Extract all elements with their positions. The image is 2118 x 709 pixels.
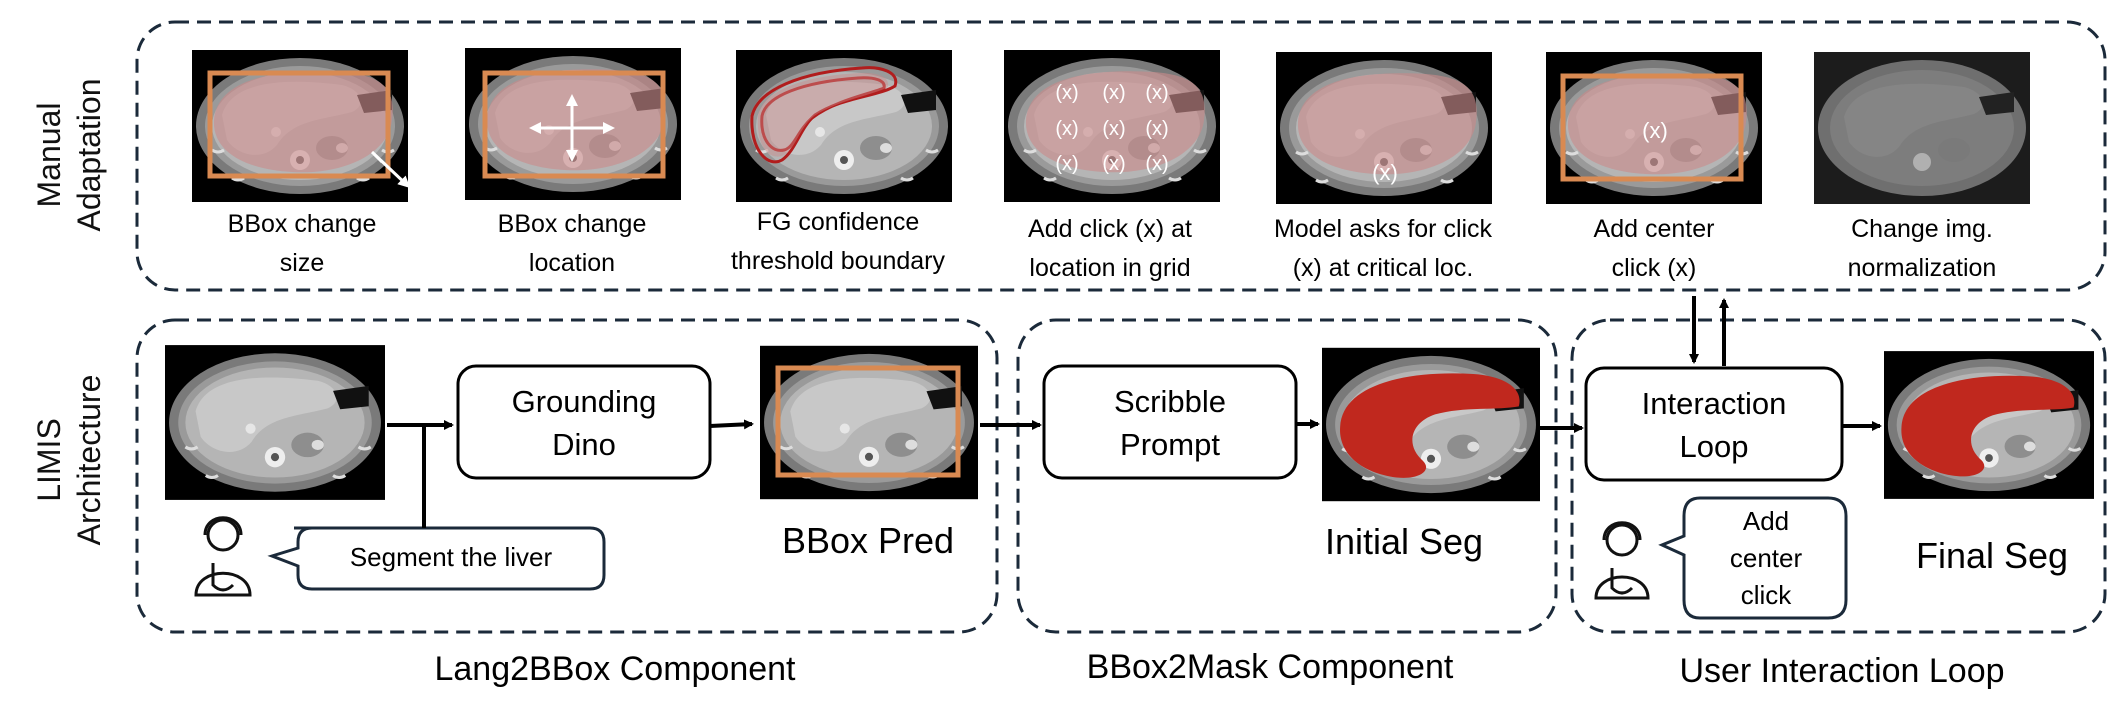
- svg-text:(x): (x): [1102, 153, 1125, 175]
- caption-line-2: threshold boundary: [731, 247, 946, 275]
- arrow-dino-to-bbox: [709, 419, 754, 430]
- lang2bbox-panel: [135, 318, 999, 634]
- svg-text:(x): (x): [1145, 153, 1168, 175]
- interaction-panel: [1570, 318, 2107, 634]
- initial-seg-label: Initial Seg: [1325, 521, 1483, 562]
- lang2bbox-title: Lang2BBox Component: [434, 650, 796, 688]
- input-ct-image: [165, 345, 385, 500]
- bbox-rect: [482, 70, 666, 179]
- row-label-manual-1: Manual: [31, 103, 67, 208]
- caption-line-2: normalization: [1848, 254, 1997, 282]
- caption-line-2: (x) at critical loc.: [1293, 254, 1474, 282]
- speech-line-2: center: [1730, 543, 1803, 573]
- final-seg-label: Final Seg: [1916, 535, 2068, 576]
- grounding-dino-line-2: Dino: [552, 427, 616, 462]
- svg-text:(x): (x): [1102, 118, 1125, 140]
- bbox2mask-title: BBox2Mask Component: [1087, 648, 1454, 686]
- manual-item-normalization: Change img. normalization: [1814, 52, 2030, 282]
- bbox-rect: [1560, 73, 1744, 182]
- center-click-mark: (x): [1642, 118, 1668, 143]
- interaction-loop-line-1: Interaction: [1642, 386, 1787, 421]
- caption-line-2: click (x): [1612, 254, 1697, 282]
- interaction-loop-line-2: Loop: [1680, 429, 1749, 464]
- row-label-manual-2: Adaptation: [71, 78, 107, 231]
- caption-line-1: Change img.: [1851, 215, 1993, 243]
- svg-text:(x): (x): [1102, 82, 1125, 104]
- svg-text:(x): (x): [1055, 153, 1078, 175]
- critical-click-mark: (x): [1372, 160, 1398, 185]
- bbox-rect: [207, 70, 391, 179]
- speech-text: Segment the liver: [350, 542, 553, 572]
- manual-item-critical-click: (x) Model asks for click (x) at critical…: [1274, 52, 1493, 282]
- svg-text:(x): (x): [1055, 118, 1078, 140]
- bbox-pred-label: BBox Pred: [782, 520, 954, 561]
- row-label-limis-1: LIMIS: [31, 418, 67, 502]
- manual-adaptation-panel: [135, 20, 2107, 292]
- caption-line-1: FG confidence: [757, 208, 920, 236]
- manual-item-bbox-location: BBox change location: [465, 48, 681, 277]
- grid-click-marks: (x) (x) (x) (x) (x) (x) (x) (x) (x): [1055, 82, 1168, 175]
- grounding-dino-box: [456, 364, 712, 480]
- svg-text:(x): (x): [1145, 82, 1168, 104]
- move-arrows-icon: [529, 94, 615, 162]
- threshold-contours: [750, 66, 898, 164]
- svg-text:(x): (x): [1055, 82, 1078, 104]
- caption-line-1: BBox change: [228, 210, 377, 238]
- manual-item-bbox-size: BBox change size: [192, 50, 411, 277]
- bbox2mask-panel: [1016, 318, 1558, 634]
- speech-line-1: Add: [1743, 506, 1789, 536]
- manual-item-grid-clicks: (x) (x) (x) (x) (x) (x) (x) (x) (x) Add click …: [1004, 50, 1220, 282]
- caption-line-2: location: [529, 249, 615, 277]
- row-label-limis-2: Architecture: [71, 375, 107, 546]
- caption-line-1: Add center: [1594, 215, 1715, 243]
- scribble-prompt-line-2: Prompt: [1120, 427, 1220, 462]
- svg-text:(x): (x): [1145, 118, 1168, 140]
- scribble-prompt-line-1: Scribble: [1114, 384, 1226, 419]
- bbox2mask-component: Scribble Prompt Initial Seg BBox2Mask Co…: [1042, 347, 1540, 686]
- manual-item-threshold: FG confidence threshold boundary: [731, 50, 952, 275]
- interaction-component: Interaction Loop Add center click Final …: [1584, 296, 2094, 690]
- caption-line-2: location in grid: [1029, 254, 1190, 282]
- speech-bubble: [267, 526, 606, 591]
- manual-item-center-click: (x) Add center click (x): [1546, 52, 1762, 282]
- doctor-icon: [1594, 521, 1650, 600]
- doctor-icon: [194, 516, 252, 597]
- grounding-dino-line-1: Grounding: [512, 384, 657, 419]
- caption-line-1: Model asks for click: [1274, 215, 1493, 243]
- caption-line-1: BBox change: [498, 210, 647, 238]
- interaction-title: User Interaction Loop: [1679, 652, 2004, 690]
- caption-line-1: Add click (x) at: [1028, 215, 1192, 243]
- speech-line-3: click: [1741, 580, 1793, 610]
- caption-line-2: size: [280, 249, 324, 277]
- speech-bubble: [1658, 496, 1848, 620]
- bbox-pred-rect: [775, 365, 961, 478]
- lang2bbox-component: Segment the liver Grounding Dino BBox Pr…: [165, 345, 978, 688]
